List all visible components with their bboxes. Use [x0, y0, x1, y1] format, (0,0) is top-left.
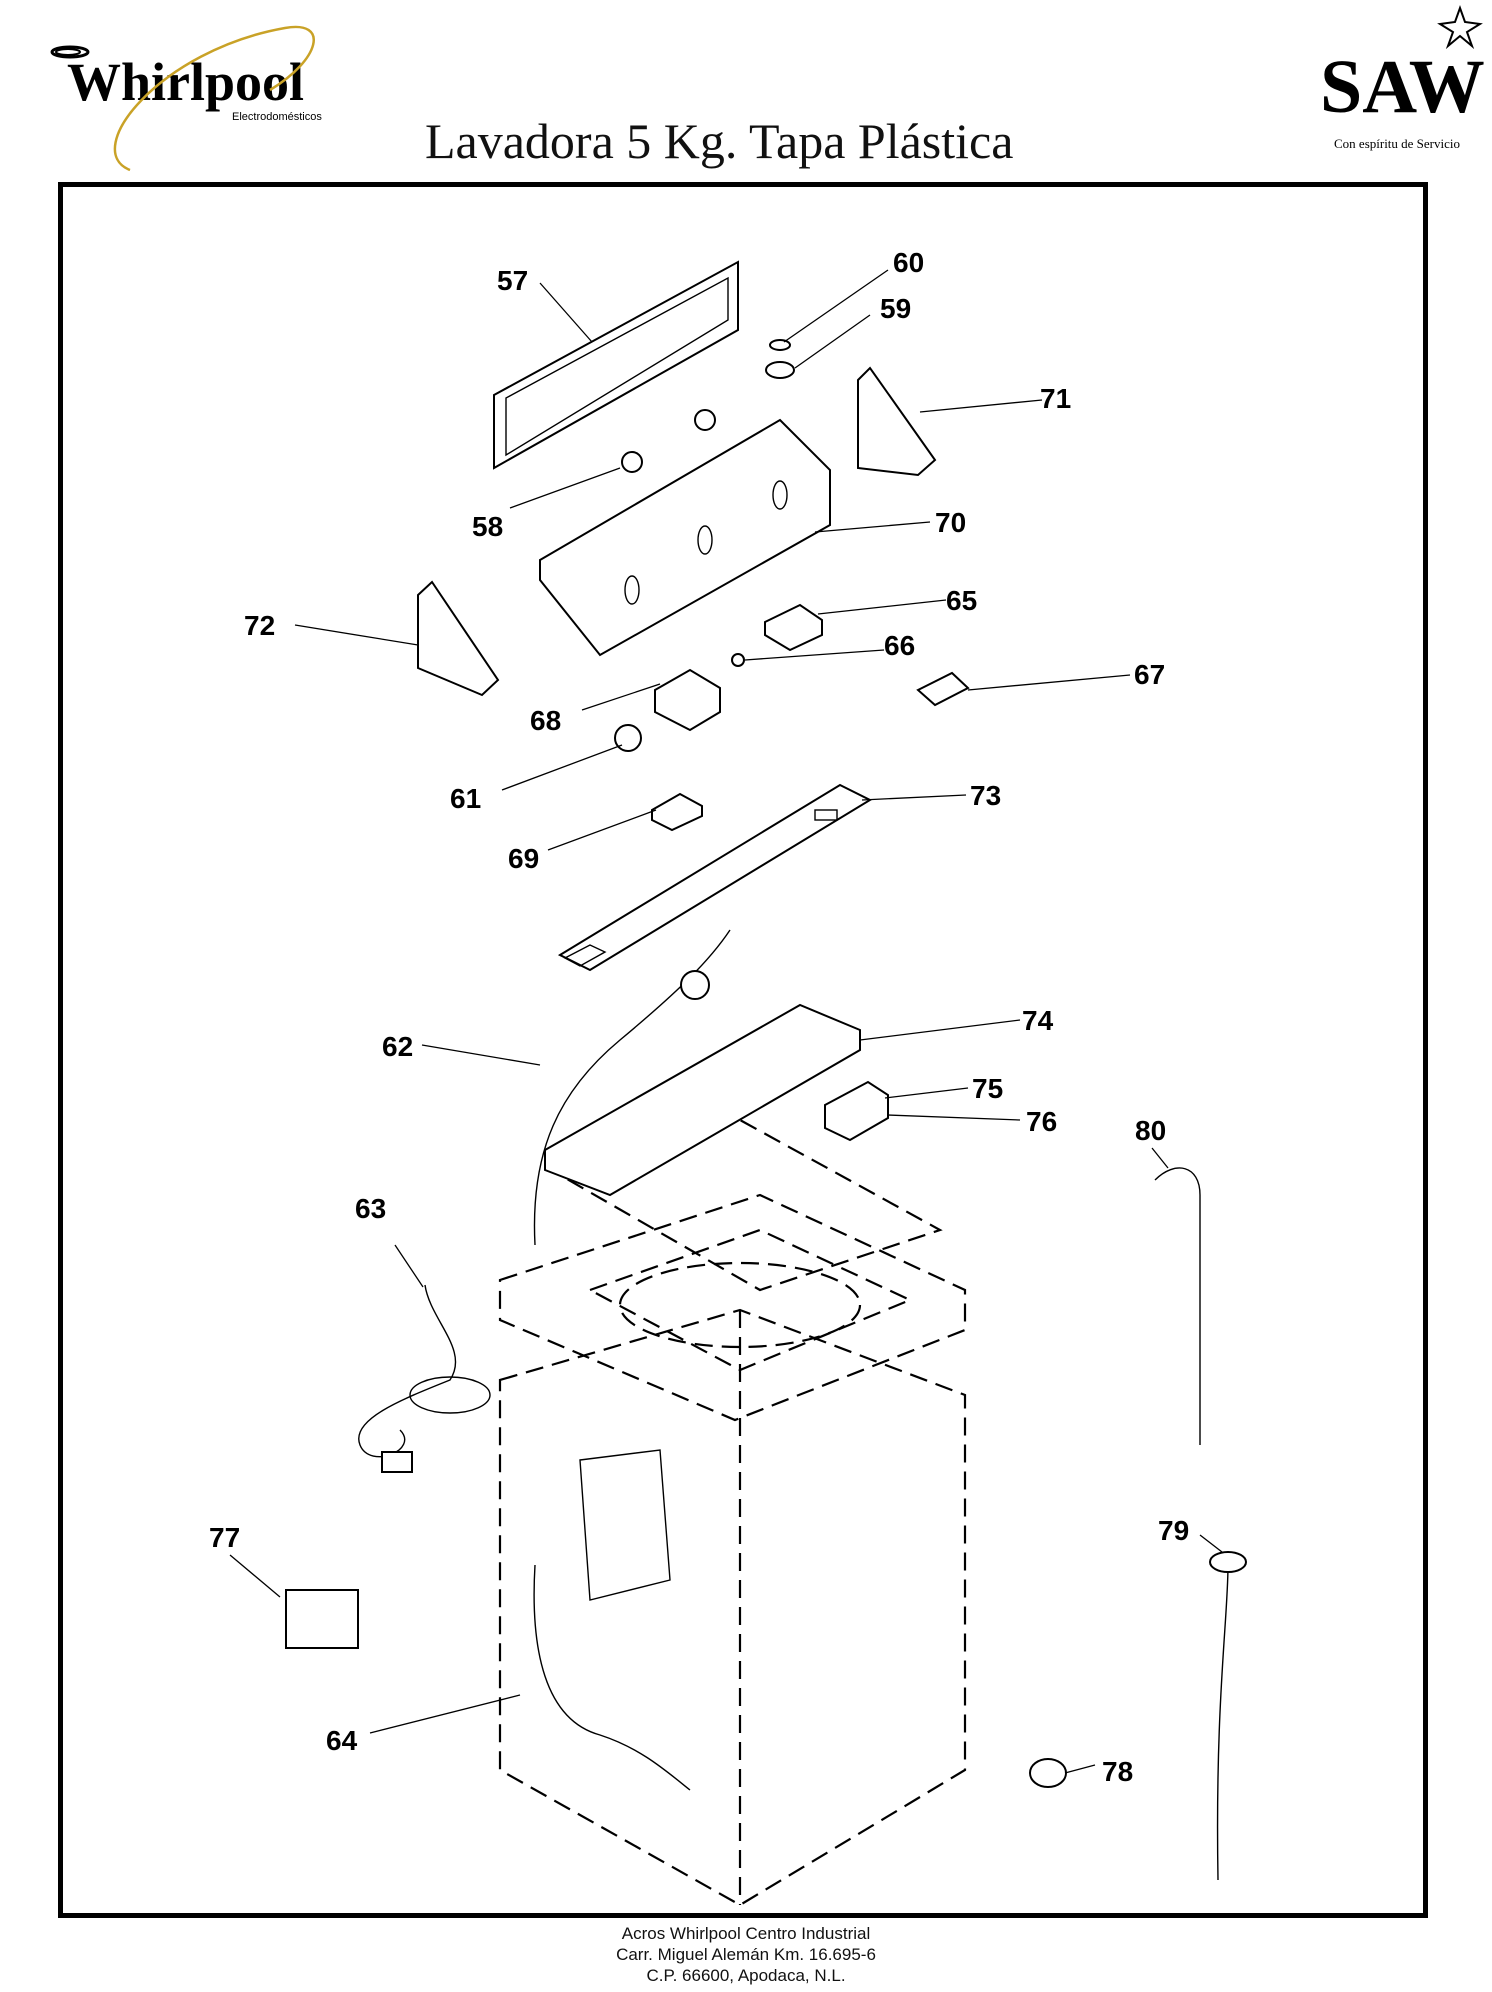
callout-58: 58 [472, 511, 503, 542]
callout-63: 63 [355, 1193, 386, 1224]
part-73-console-plate [557, 783, 873, 972]
callout-74: 74 [1022, 1005, 1054, 1036]
callout-78: 78 [1102, 1756, 1133, 1787]
part-69-clip [651, 792, 703, 832]
part-58-knobs [621, 409, 716, 473]
saw-wordmark: SAW [1320, 45, 1485, 129]
part-65-switch [764, 603, 823, 652]
whirlpool-wordmark: Whirlpool [67, 52, 304, 112]
part-63-power-cord [358, 1284, 491, 1473]
cabinet-outline [498, 1118, 967, 1907]
callout-57: 57 [497, 265, 528, 296]
callout-80: 80 [1135, 1115, 1166, 1146]
part-61-selector [614, 724, 642, 752]
callout-76: 76 [1026, 1106, 1057, 1137]
callout-72: 72 [244, 610, 275, 641]
part-78-clamp [1029, 1758, 1067, 1788]
whirlpool-subtitle: Electrodomésticos [232, 111, 322, 123]
callout-59: 59 [880, 293, 911, 324]
part-70-control-panel [539, 418, 831, 657]
callout-67: 67 [1134, 659, 1165, 690]
part-64-harness [533, 1564, 691, 1791]
callout-77: 77 [209, 1522, 240, 1553]
leader-lines [229, 269, 1223, 1774]
page-title: Lavadora 5 Kg. Tapa Plástica [425, 113, 1014, 169]
callout-75: 75 [972, 1073, 1003, 1104]
part-71-end-cap [857, 366, 937, 477]
part-74-top-shelf [544, 1003, 861, 1197]
part-79-inlet-hose [1216, 1564, 1229, 1881]
callout-61: 61 [450, 783, 481, 814]
callout-62: 62 [382, 1031, 413, 1062]
callout-68: 68 [530, 705, 561, 736]
callout-69: 69 [508, 843, 539, 874]
part-62-harness [533, 929, 731, 1246]
callout-66: 66 [884, 630, 915, 661]
callout-73: 73 [970, 780, 1001, 811]
footer-address: Carr. Miguel Alemán Km. 16.695-6 [616, 1945, 876, 1964]
footer-postal: C.P. 66600, Apodaca, N.L. [646, 1966, 846, 1985]
part-68-timer [654, 668, 721, 732]
footer-company: Acros Whirlpool Centro Industrial [621, 1924, 871, 1943]
part-80-drain-hose [1154, 1167, 1201, 1445]
saw-tagline: Con espíritu de Servicio [1334, 136, 1460, 151]
callout-64: 64 [326, 1725, 358, 1756]
part-59-60-knob [765, 339, 795, 379]
callout-79: 79 [1158, 1515, 1189, 1546]
part-77-label [285, 1589, 359, 1649]
saw-logo: SAW Con espíritu de Servicio [1320, 5, 1485, 151]
part-57-console-back [493, 260, 739, 470]
diagram-frame [58, 182, 1428, 1918]
part-67-bracket [916, 671, 970, 707]
whirlpool-logo: Whirlpool Electrodomésticos [50, 25, 322, 172]
callout-65: 65 [946, 585, 977, 616]
whirlpool-swoosh [113, 25, 315, 172]
callout-71: 71 [1040, 383, 1071, 414]
part-66-clip [731, 653, 745, 667]
part-72-end-cap [417, 580, 500, 697]
callout-60: 60 [893, 247, 924, 278]
star-icon [1437, 5, 1483, 50]
part-75-76-valve [824, 1080, 889, 1142]
callout-70: 70 [935, 507, 966, 538]
callout-labels: 57 58 59 60 61 62 63 64 65 66 67 68 69 7… [209, 247, 1189, 1787]
